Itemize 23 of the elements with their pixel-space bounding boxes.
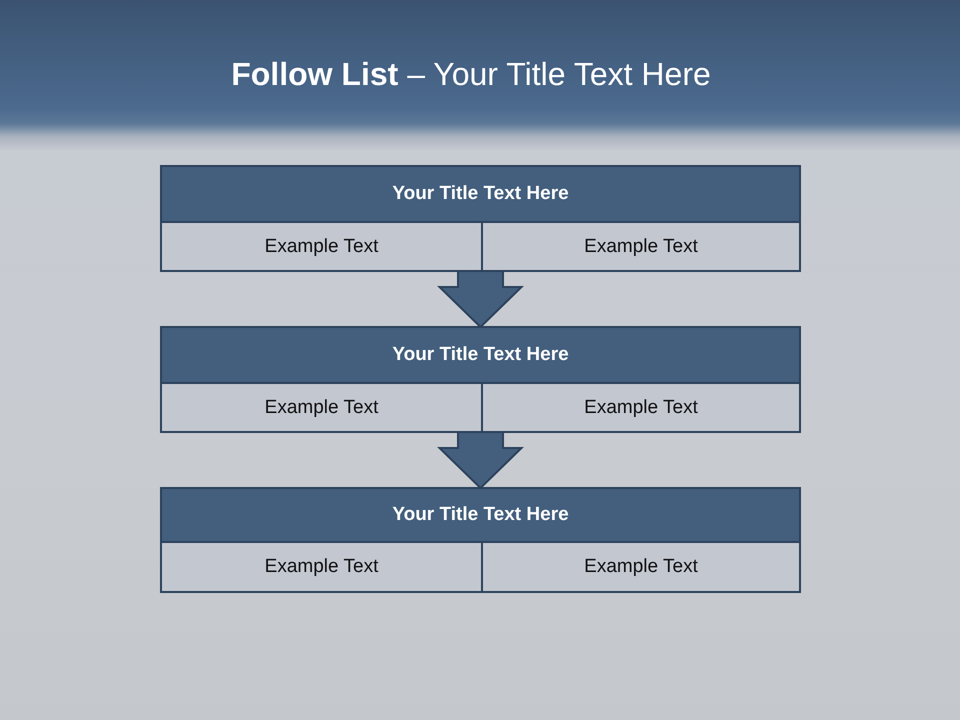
table-cell <box>481 223 799 270</box>
table-block <box>160 165 801 272</box>
header-bar <box>162 489 799 543</box>
table-block <box>160 326 801 433</box>
table-cell <box>162 384 481 431</box>
header-bar <box>162 167 799 223</box>
cell-text: Example Text <box>584 555 698 579</box>
slide-title: Follow List – Your Title Text Here <box>231 55 711 94</box>
down-arrow <box>437 270 524 328</box>
table-cell <box>162 223 481 270</box>
header-text: Your Title Text Here <box>392 343 569 367</box>
cell-text: Example Text <box>264 234 378 258</box>
table-cell <box>481 543 799 591</box>
cell-text: Example Text <box>584 234 698 258</box>
cell-text: Example Text <box>584 396 698 420</box>
header-bar <box>162 328 799 384</box>
table-cell <box>481 384 799 431</box>
table-block <box>160 487 801 593</box>
cell-text: Example Text <box>264 555 378 579</box>
header-text: Your Title Text Here <box>392 503 569 527</box>
header-text: Your Title Text Here <box>392 182 569 206</box>
down-arrow <box>437 431 524 490</box>
cell-text: Example Text <box>264 396 378 420</box>
